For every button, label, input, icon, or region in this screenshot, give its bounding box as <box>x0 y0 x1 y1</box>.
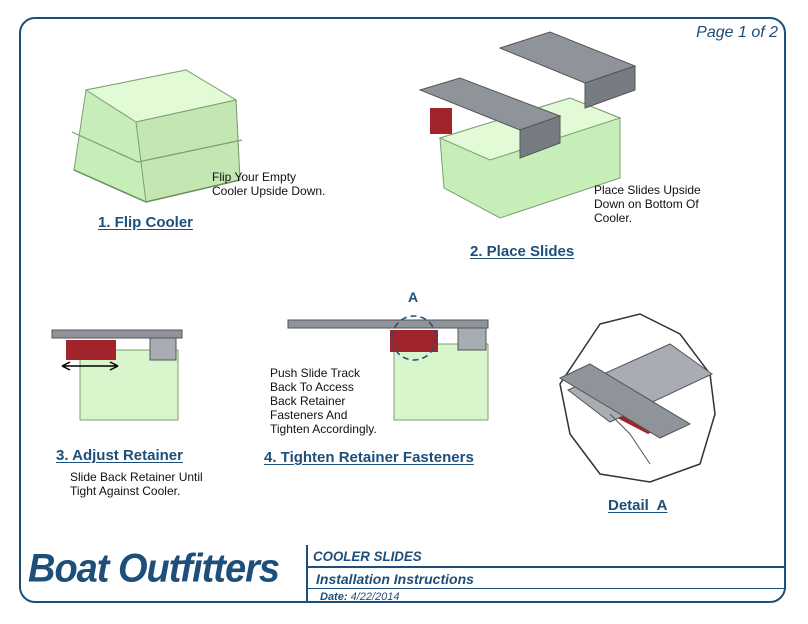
date-value: 4/22/2014 <box>350 591 400 603</box>
page-number: Page 1 of 2 <box>696 24 778 41</box>
step-2-title: 2. Place Slides <box>470 243 575 260</box>
tighten-fasteners-illustration <box>287 315 489 421</box>
step-4-note: Push Slide Track Back To Access Back Ret… <box>270 366 377 436</box>
step-3-title: 3. Adjust Retainer <box>56 447 183 464</box>
detail-a-illustration <box>558 313 716 483</box>
document-date: Date: 4/22/2014 <box>320 591 400 603</box>
detail-a-title: Detail A <box>608 497 668 514</box>
document-subtitle: Installation Instructions <box>316 571 474 587</box>
brand-logo: Boat Outfitters <box>28 546 280 592</box>
footer-divider <box>306 545 308 603</box>
step-4-title: 4. Tighten Retainer Fasteners <box>264 449 474 466</box>
adjust-retainer-illustration <box>51 329 183 421</box>
document-title: COOLER SLIDES <box>313 548 422 564</box>
footer-mid-line <box>306 588 786 589</box>
step-1-title: 1. Flip Cooler <box>98 214 194 231</box>
date-label: Date: <box>320 591 348 603</box>
step-1-note: Flip Your Empty Cooler Upside Down. <box>212 170 326 198</box>
footer-top-line <box>306 566 786 568</box>
cooler-flipped-illustration <box>71 69 243 203</box>
step-3-note: Slide Back Retainer Until Tight Against … <box>70 470 203 498</box>
page-frame <box>19 17 786 603</box>
detail-callout-letter: A <box>408 289 419 305</box>
step-2-note: Place Slides Upside Down on Bottom Of Co… <box>594 183 701 225</box>
cooler-with-slides-illustration <box>418 31 637 219</box>
